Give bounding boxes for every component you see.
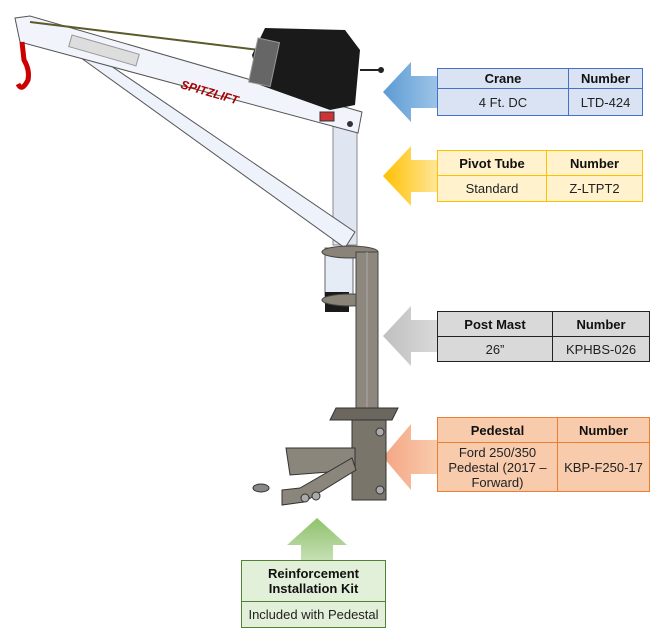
crane-number: LTD-424 xyxy=(568,88,643,116)
pivot-tube-number-header: Number xyxy=(546,150,643,176)
crane-arrow-icon xyxy=(383,62,437,122)
reinforcement-value: Included with Pedestal xyxy=(241,601,386,628)
post-mast-value: 26” xyxy=(437,336,553,362)
post-mast-header: Post Mast xyxy=(437,311,553,337)
pedestal-value: Ford 250/350 Pedestal (2017 – Forward) xyxy=(437,442,558,492)
pivot-tube-value: Standard xyxy=(437,175,547,202)
pivot-tube-arrow-icon xyxy=(383,146,437,206)
post-mast-number-header: Number xyxy=(552,311,650,337)
pivot-tube-header: Pivot Tube xyxy=(437,150,547,176)
reinforcement-header: Reinforcement Installation Kit xyxy=(241,560,386,602)
post-mast-number: KPHBS-026 xyxy=(552,336,650,362)
crane-header: Crane xyxy=(437,68,569,89)
pedestal-number-header: Number xyxy=(557,417,650,443)
pedestal-arrow-icon xyxy=(383,424,437,490)
pedestal-header: Pedestal xyxy=(437,417,558,443)
reinforcement-arrow-icon xyxy=(287,518,347,560)
crane-value: 4 Ft. DC xyxy=(437,88,569,116)
crane-number-header: Number xyxy=(568,68,643,89)
post-mast-arrow-icon xyxy=(383,306,437,366)
reinforcement-table: Reinforcement Installation Kit Included … xyxy=(241,560,386,628)
pedestal-number: KBP-F250-17 xyxy=(557,442,650,492)
pivot-tube-number: Z-LTPT2 xyxy=(546,175,643,202)
